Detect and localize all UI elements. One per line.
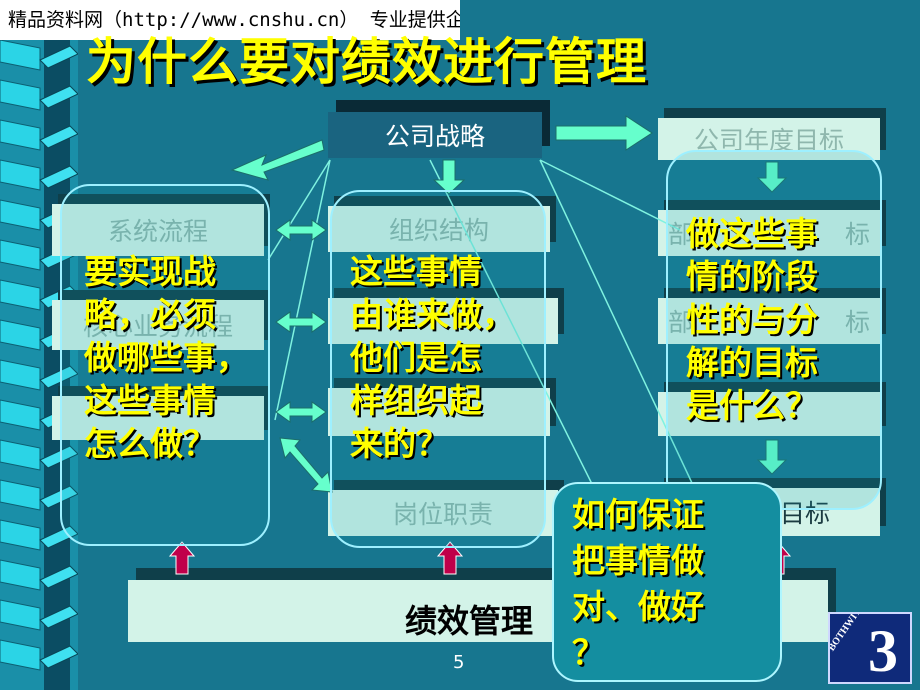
box-core-flow: 核心业务流程 xyxy=(52,300,264,350)
question-left-line: 要实现战 xyxy=(84,252,216,291)
question-right-line: 做这些事 xyxy=(686,214,818,253)
dept-goal-2-tail: 标 xyxy=(844,308,870,337)
question-right-line: 解的目标 xyxy=(686,343,818,382)
performance-label: 绩效管理 xyxy=(405,602,534,640)
question-callout-line: 把事情做 xyxy=(572,541,704,580)
question-left-line: 做哪些事， xyxy=(84,338,249,377)
dept-goal-1-tail: 标 xyxy=(844,220,870,249)
group-right xyxy=(666,150,882,510)
bothwitz-logo: BOTHWITZ 3 xyxy=(828,612,912,684)
question-callout-line: ？ xyxy=(572,633,605,672)
question-left-line: 这些事情 xyxy=(84,381,216,420)
header-banner: 精品资料网（http://www.cnshu.cn） 专业提供企管培训资料 xyxy=(0,0,460,40)
question-middle-line: 这些事情 xyxy=(350,252,482,291)
logo-text: BOTHWITZ xyxy=(828,612,868,654)
question-callout: 如何保证 把事情做 对、做好 ？ xyxy=(572,492,704,676)
question-middle-line: 来的？ xyxy=(350,424,449,463)
page-number: 5 xyxy=(453,652,465,673)
question-middle-line: 样组织起 xyxy=(350,381,482,420)
question-callout-line: 如何保证 xyxy=(572,495,704,534)
box-company-strategy: 公司战略 xyxy=(328,112,542,158)
box-left-third xyxy=(52,396,264,440)
slide-title: 为什么要对绩效进行管理 xyxy=(86,33,647,91)
callout-box xyxy=(552,482,782,682)
question-middle: 这些事情 由谁来做， 他们是怎 样组织起 来的？ xyxy=(350,250,515,465)
question-right-line: 情的阶段 xyxy=(686,257,818,296)
question-left: 要实现战 略，必须 做哪些事， 这些事情 怎么做？ xyxy=(84,250,249,465)
question-callout-line: 对、做好 xyxy=(572,587,704,626)
question-left-line: 怎么做？ xyxy=(84,424,216,463)
logo-mark: 3 xyxy=(868,618,898,684)
question-right-line: 性的与分 xyxy=(686,300,818,339)
question-middle-line: 他们是怎 xyxy=(350,338,482,377)
question-right: 做这些事 情的阶段 性的与分 解的目标 是什么？ xyxy=(686,212,818,427)
question-middle-line: 由谁来做， xyxy=(350,295,515,334)
group-left xyxy=(60,184,270,546)
question-right-line: 是什么？ xyxy=(686,386,818,425)
group-middle xyxy=(330,190,546,548)
question-left-line: 略，必须 xyxy=(84,295,216,334)
